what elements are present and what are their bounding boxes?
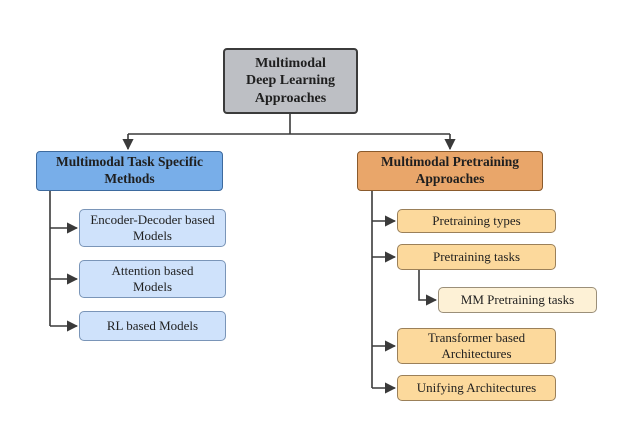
encoder-decoder-models-node: Encoder-Decoder based Models	[79, 209, 226, 247]
unifying-architectures-node: Unifying Architectures	[397, 375, 556, 401]
pretraining-types-node: Pretraining types	[397, 209, 556, 233]
task-specific-methods-node: Multimodal Task Specific Methods	[36, 151, 223, 191]
pretraining-tasks-node: Pretraining tasks	[397, 244, 556, 270]
transformer-architectures-node: Transformer based Architectures	[397, 328, 556, 364]
pretraining-approaches-node: Multimodal Pretraining Approaches	[357, 151, 543, 191]
rl-models-node: RL based Models	[79, 311, 226, 341]
mm-pretraining-tasks-node: MM Pretraining tasks	[438, 287, 597, 313]
attention-models-node: Attention based Models	[79, 260, 226, 298]
connector-sub-leaf	[418, 270, 438, 306]
root-node: Multimodal Deep Learning Approaches	[223, 48, 358, 114]
